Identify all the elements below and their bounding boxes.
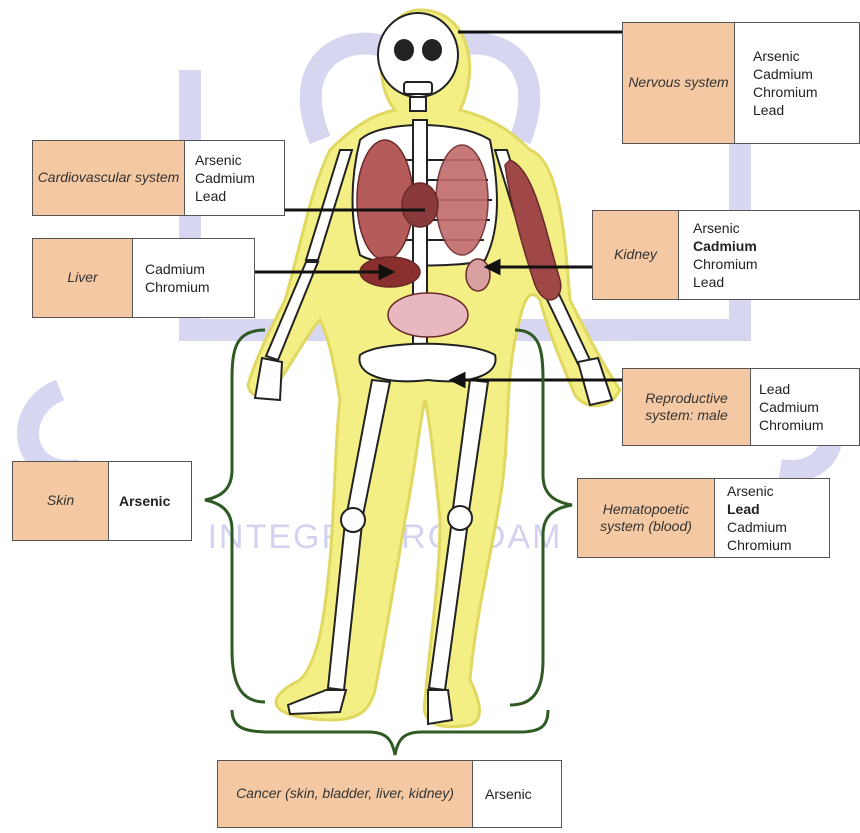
box-nervous: Nervous system Arsenic Cadmium Chromium …	[622, 22, 860, 144]
organ-reproductive: Reproductive system: male	[623, 369, 751, 445]
metal-item: Arsenic	[753, 47, 818, 65]
metal-item: Chromium	[145, 278, 210, 296]
metals-skin: Arsenic	[109, 462, 176, 540]
box-skin: Skin Arsenic	[12, 461, 192, 541]
metal-item: Lead	[195, 187, 255, 205]
metal-item: Arsenic	[485, 785, 532, 803]
metal-item: Cadmium	[759, 398, 824, 416]
metal-item: Lead	[753, 101, 818, 119]
metals-liver: Cadmium Chromium	[133, 239, 216, 317]
metals-cardiovascular: Arsenic Cadmium Lead	[185, 141, 261, 215]
organ-nervous: Nervous system	[623, 23, 735, 143]
metal-item: Lead	[727, 500, 792, 518]
organ-cardiovascular: Cardiovascular system	[33, 141, 185, 215]
metals-cancer: Arsenic	[473, 761, 538, 827]
metal-item: Cadmium	[195, 169, 255, 187]
metal-item: Lead	[693, 273, 758, 291]
box-kidney: Kidney Arsenic Cadmium Chromium Lead	[592, 210, 860, 300]
organ-cancer: Cancer (skin, bladder, liver, kidney)	[218, 761, 473, 827]
metal-item: Arsenic	[727, 482, 792, 500]
metal-item: Chromium	[759, 416, 824, 434]
metal-item: Chromium	[727, 536, 792, 554]
heart	[402, 183, 438, 227]
box-cardiovascular: Cardiovascular system Arsenic Cadmium Le…	[32, 140, 285, 216]
kidney-organ	[466, 259, 490, 291]
intestines	[388, 293, 468, 337]
organ-liver: Liver	[33, 239, 133, 317]
organ-skin: Skin	[13, 462, 109, 540]
metal-item: Cadmium	[753, 65, 818, 83]
metals-reproductive: Lead Cadmium Chromium	[751, 369, 830, 445]
metal-item: Lead	[759, 380, 824, 398]
organ-kidney: Kidney	[593, 211, 679, 299]
metals-nervous: Arsenic Cadmium Chromium Lead	[735, 23, 824, 143]
metal-item: Chromium	[693, 255, 758, 273]
brace-bottom	[232, 710, 548, 755]
metal-item: Arsenic	[195, 151, 255, 169]
right-foot	[428, 690, 452, 724]
metal-item: Arsenic	[693, 219, 758, 237]
box-liver: Liver Cadmium Chromium	[32, 238, 255, 318]
lung-right	[436, 145, 488, 255]
pelvis	[359, 344, 495, 382]
metal-item: Cadmium	[727, 518, 792, 536]
metals-kidney: Arsenic Cadmium Chromium Lead	[679, 211, 764, 299]
metal-item: Cadmium	[145, 260, 210, 278]
metal-item: Arsenic	[119, 492, 170, 510]
box-reproductive: Reproductive system: male Lead Cadmium C…	[622, 368, 860, 446]
box-cancer: Cancer (skin, bladder, liver, kidney) Ar…	[217, 760, 562, 828]
box-hematopoetic: Hematopoetic system (blood) Arsenic Lead…	[577, 478, 830, 558]
metal-item: Chromium	[753, 83, 818, 101]
metal-item: Cadmium	[693, 237, 758, 255]
organ-hematopoetic: Hematopoetic system (blood)	[578, 479, 715, 557]
metals-hematopoetic: Arsenic Lead Cadmium Chromium	[715, 479, 798, 557]
